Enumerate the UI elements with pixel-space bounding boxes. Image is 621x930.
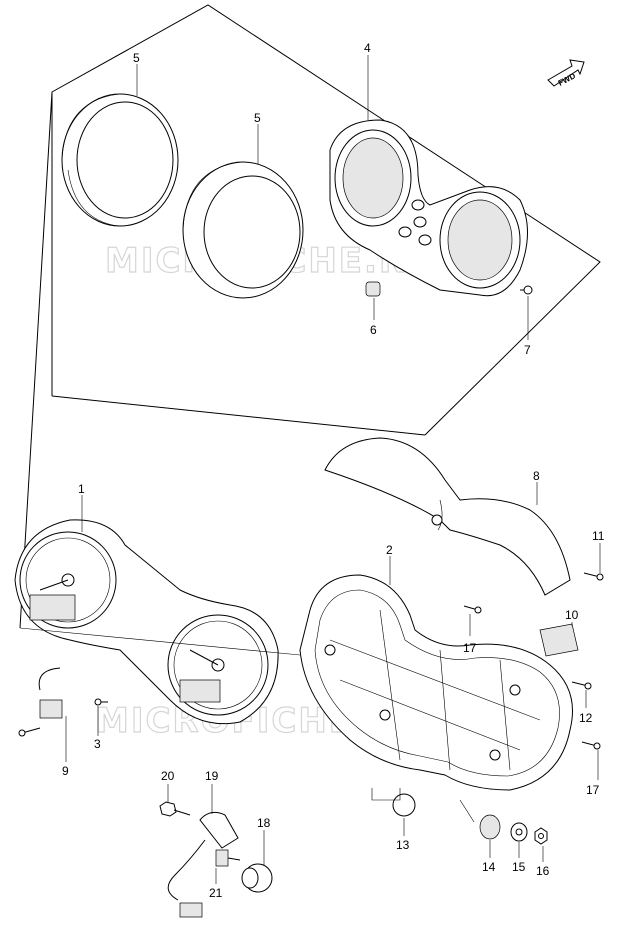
- callout-15: 15: [512, 860, 526, 874]
- callout-2: 2: [386, 543, 393, 557]
- callout-18: 18: [257, 816, 271, 830]
- screw-3: [94, 698, 108, 706]
- meter-ring-5a: [61, 93, 179, 227]
- callout-5a: 5: [133, 51, 140, 65]
- callout-4: 4: [364, 41, 371, 55]
- callout-12: 12: [579, 711, 593, 725]
- callout-8: 8: [533, 469, 540, 483]
- callout-13: 13: [396, 838, 410, 852]
- callout-10: 10: [565, 608, 579, 622]
- screw-17a: [463, 605, 482, 614]
- callout-17b: 17: [586, 783, 600, 797]
- callouts: 5 5 4 6 7 1 8 2 11 10 17 12 3 9 17 20 19…: [62, 41, 605, 900]
- assembly-frame: [19, 4, 601, 629]
- callout-11: 11: [592, 529, 605, 543]
- meter-case-4: [329, 119, 528, 297]
- callout-21: 21: [209, 886, 223, 900]
- grommet-6: [365, 281, 381, 297]
- bulb-21: [215, 849, 241, 867]
- callout-19: 19: [205, 769, 219, 783]
- screw-7: [520, 285, 533, 295]
- nut-16: [534, 827, 548, 845]
- washer-15: [510, 822, 528, 842]
- bulb-18: [241, 863, 273, 893]
- callout-6: 6: [370, 323, 377, 337]
- callout-1: 1: [78, 482, 85, 496]
- callout-7: 7: [524, 343, 531, 357]
- meter-visor-8: [324, 437, 571, 596]
- cushion-13: [392, 793, 416, 817]
- screw-17b: [581, 741, 601, 750]
- socket-19: [167, 811, 239, 918]
- socket-9: [18, 667, 63, 737]
- screw-12: [571, 681, 592, 690]
- callout-20: 20: [161, 769, 175, 783]
- callout-16: 16: [536, 864, 550, 878]
- screw-20: [159, 801, 191, 817]
- meter-ring-5b: [182, 161, 304, 299]
- meter-housing-2: [299, 574, 573, 791]
- leader-lines: [65, 55, 601, 884]
- bulb-cover-10: [539, 623, 579, 657]
- cushion-14: [479, 814, 501, 840]
- callout-17a: 17: [463, 641, 477, 655]
- callout-5b: 5: [254, 111, 261, 125]
- screw-11: [583, 572, 604, 581]
- callout-14: 14: [482, 860, 496, 874]
- callout-9: 9: [62, 764, 69, 778]
- meter-assembly-1: [14, 519, 301, 725]
- callout-3: 3: [94, 737, 101, 751]
- fwd-arrow-icon: FWD: [547, 59, 585, 88]
